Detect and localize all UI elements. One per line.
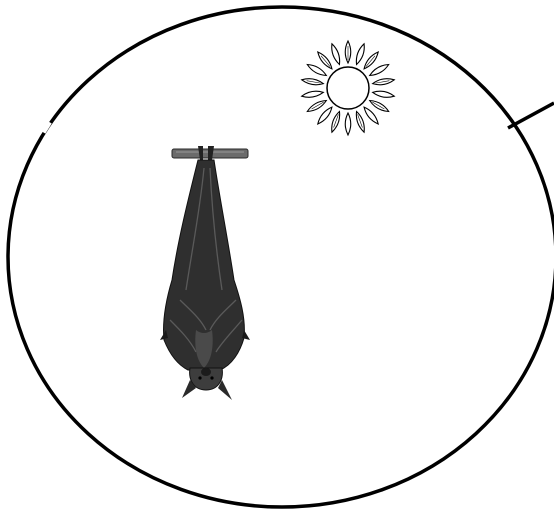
bubble-outline <box>8 7 554 507</box>
sun-icon <box>301 41 394 135</box>
hanging-bat-icon <box>160 146 250 400</box>
bat-eye-left <box>198 376 201 379</box>
bubble-circle <box>8 7 554 507</box>
bubble-pointer <box>508 103 554 128</box>
bat-eye-right <box>210 376 213 379</box>
bat-snout <box>201 368 211 376</box>
sun-disc <box>327 67 369 109</box>
